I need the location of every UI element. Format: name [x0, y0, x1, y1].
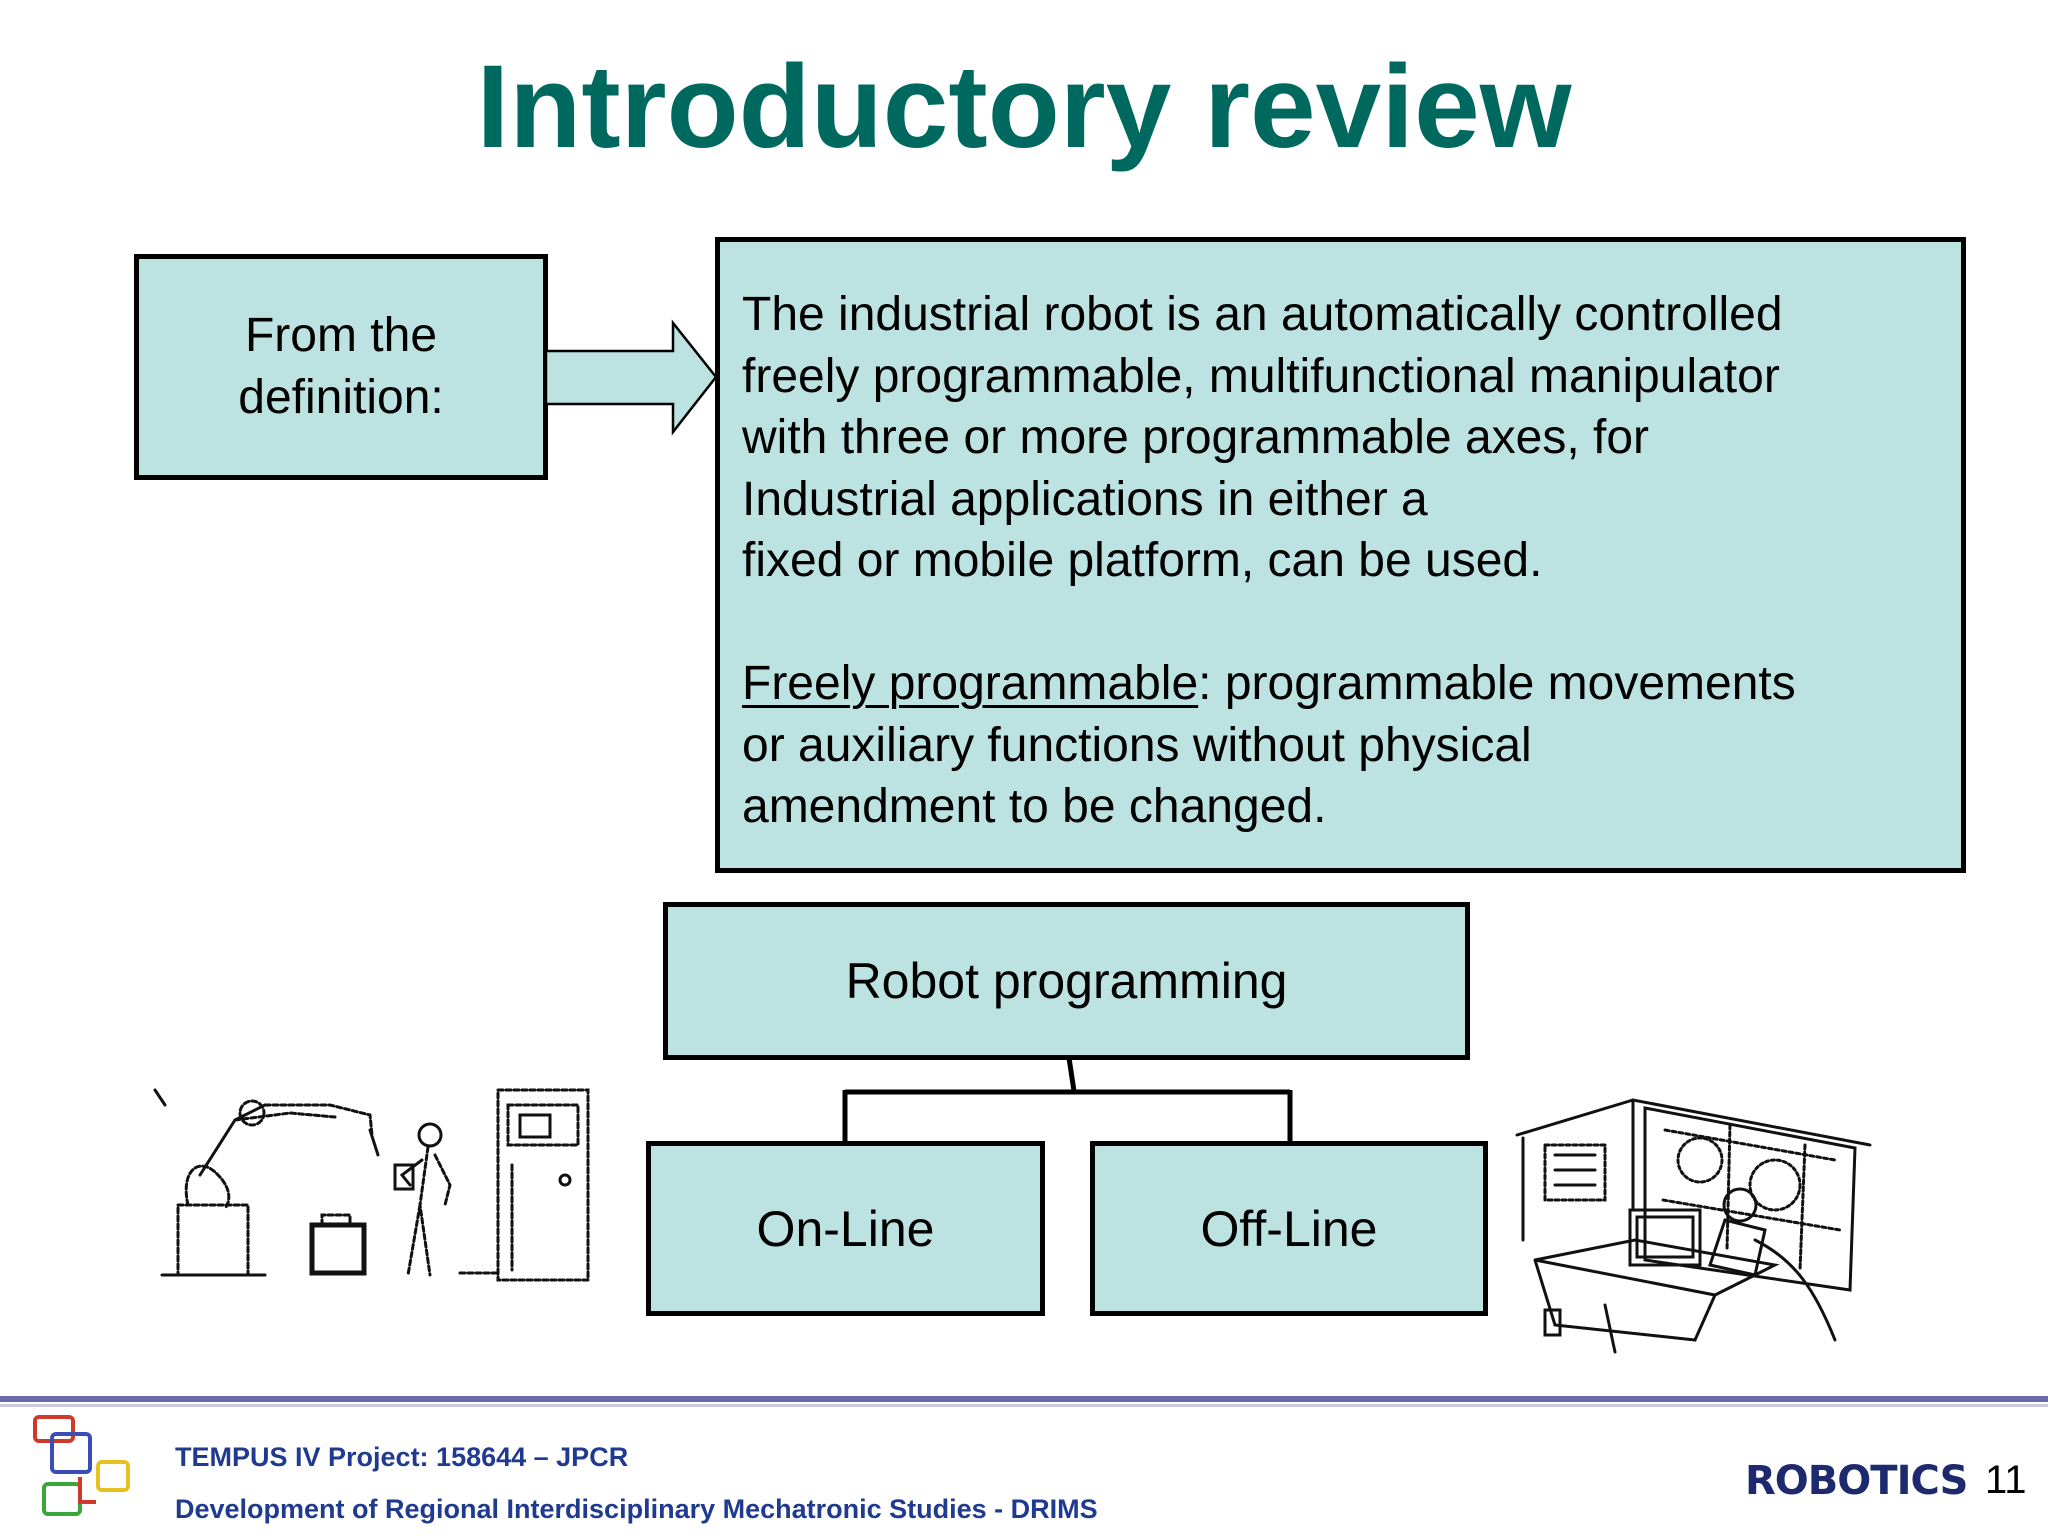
definition-label-line2: definition: — [238, 371, 444, 424]
freely-programmable-line: amendment to be changed. — [742, 780, 1327, 833]
footer-divider-shadow — [0, 1404, 2048, 1407]
definition-line: The industrial robot is an automatically… — [742, 288, 1783, 341]
offline-label: Off-Line — [1200, 1200, 1378, 1257]
freely-programmable-term: Freely programmable — [742, 657, 1199, 710]
cad-workstation-illustration — [1515, 1098, 1872, 1354]
page-number: 11 — [1985, 1458, 2027, 1502]
footer-course-label: ROBOTICS — [1745, 1458, 1968, 1504]
freely-programmable-desc: : programmable movements — [1198, 657, 1796, 710]
tree-connector — [842, 1057, 1293, 1144]
freely-programmable-line: Freely programmable: programmable moveme… — [742, 653, 1941, 715]
online-box: On-Line — [646, 1141, 1045, 1316]
definition-line: fixed or mobile platform, can be used. — [742, 534, 1543, 587]
right-arrow-icon — [546, 319, 718, 436]
freely-programmable-line: or auxiliary functions without physical — [742, 718, 1532, 772]
robot-programming-box: Robot programming — [663, 902, 1470, 1060]
definition-label-box: From the definition: — [134, 254, 548, 480]
definition-line: Industrial applications in either a — [742, 472, 1428, 526]
online-label: On-Line — [756, 1200, 935, 1257]
definition-line: with three or more programmable axes, fo… — [742, 411, 1650, 464]
offline-box: Off-Line — [1090, 1141, 1488, 1316]
tempus-logo-icon — [33, 1415, 130, 1516]
footer-divider — [0, 1396, 2048, 1402]
footer-project-text: TEMPUS IV Project: 158644 – JPCR — [175, 1442, 629, 1472]
robot-teach-pendant-illustration — [153, 1088, 590, 1282]
definition-line: freely programmable, multifunctional man… — [742, 349, 1780, 403]
definition-label-line1: From the — [244, 309, 438, 362]
robot-programming-label: Robot programming — [845, 953, 1288, 1009]
footer-program-text: Development of Regional Interdisciplinar… — [175, 1494, 1098, 1524]
slide-title: Introductory review — [476, 41, 1572, 173]
definition-text-box: The industrial robot is an automatically… — [715, 237, 1966, 873]
